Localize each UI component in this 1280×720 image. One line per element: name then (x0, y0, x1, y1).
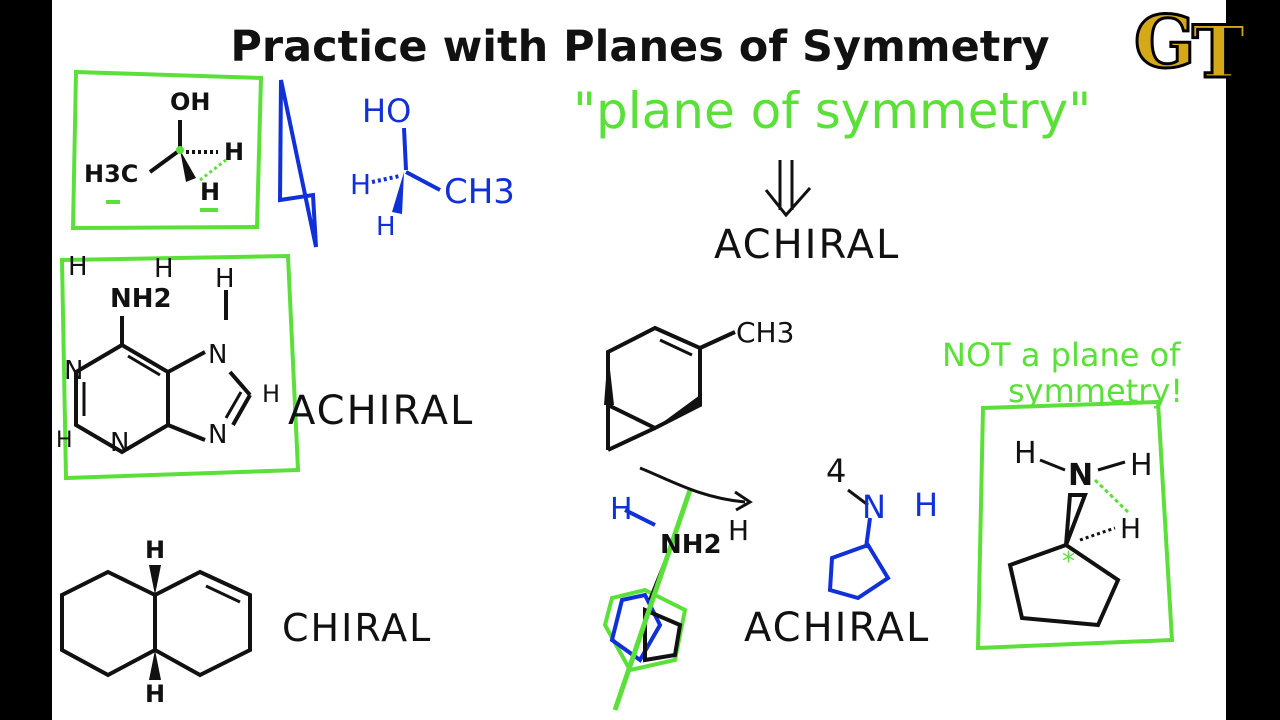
achiral-label-adenine: ACHIRAL (288, 388, 475, 434)
achiral-label-top: ACHIRAL (714, 222, 901, 268)
blue-atom-ch3: CH3 (444, 172, 515, 212)
decalin-structure (60, 565, 252, 680)
atom-oh: OH (170, 88, 211, 116)
atom-h-bottom: H (200, 178, 221, 206)
atom-h3c: H3C (84, 160, 139, 188)
georgia-tech-logo: G T (1133, 5, 1248, 85)
plane-of-symmetry-note: "plane of symmetry" (573, 82, 1092, 140)
blue-ethanol-structure (371, 127, 441, 214)
pyrrole-right-h-right: H (1130, 448, 1153, 483)
pyrrole-right-h-low: H (1120, 512, 1142, 545)
adenine-h2: H (154, 254, 174, 284)
adenine-h2c: H (56, 428, 73, 453)
pyrrole-left-nh2: NH2 (660, 530, 722, 560)
whiteboard (52, 0, 1226, 720)
pyrrole-right-structure: * (975, 399, 1175, 651)
ethanol-structure (70, 69, 264, 231)
carene-structure (604, 325, 736, 452)
adenine-h-top: H (215, 264, 235, 294)
svg-text:T: T (1192, 9, 1246, 85)
slide-title: Practice with Planes of Symmetry (230, 22, 1050, 72)
not-plane-note-line1: NOT a plane of (942, 336, 1181, 374)
svg-text:G: G (1134, 5, 1196, 84)
adenine-nh2: NH2 (110, 284, 172, 314)
blue-atom-h-left: H (350, 168, 372, 201)
pyrrole-middle-h4: 4 (826, 452, 847, 490)
blue-atom-ho: HO (362, 92, 412, 130)
decalin-h-top: H (145, 536, 166, 564)
adenine-n7: N (208, 420, 228, 450)
pyrrole-middle-h: H (914, 486, 939, 524)
atom-h-right: H (224, 138, 245, 166)
pyrrole-left-h-blue: H (610, 492, 633, 527)
pyrrole-middle-n: N (862, 488, 886, 526)
chiral-label-decalin: CHIRAL (282, 606, 433, 650)
plane-sketch (277, 79, 318, 248)
implies-arrow (764, 160, 812, 218)
not-plane-note-line2: symmetry! (1008, 372, 1184, 410)
adenine-structure (59, 253, 301, 481)
pyrrole-left-h-right: H (728, 514, 750, 547)
pyrrole-middle-structure (827, 488, 891, 601)
blue-atom-h-bottom: H (376, 212, 396, 242)
pyrrole-left-structure (602, 466, 753, 711)
svg-text:*: * (1062, 547, 1075, 577)
adenine-n3: N (110, 428, 130, 458)
achiral-label-pyrrole: ACHIRAL (744, 605, 931, 651)
pyrrole-right-n: N (1068, 458, 1094, 493)
adenine-n1: N (64, 356, 84, 386)
pyrrole-right-h-left: H (1014, 436, 1037, 471)
carene-ch3: CH3 (736, 316, 795, 349)
adenine-h8: H (262, 380, 281, 408)
adenine-h1: H (68, 252, 88, 282)
adenine-n9: N (208, 340, 228, 370)
decalin-h-bottom: H (145, 680, 166, 708)
